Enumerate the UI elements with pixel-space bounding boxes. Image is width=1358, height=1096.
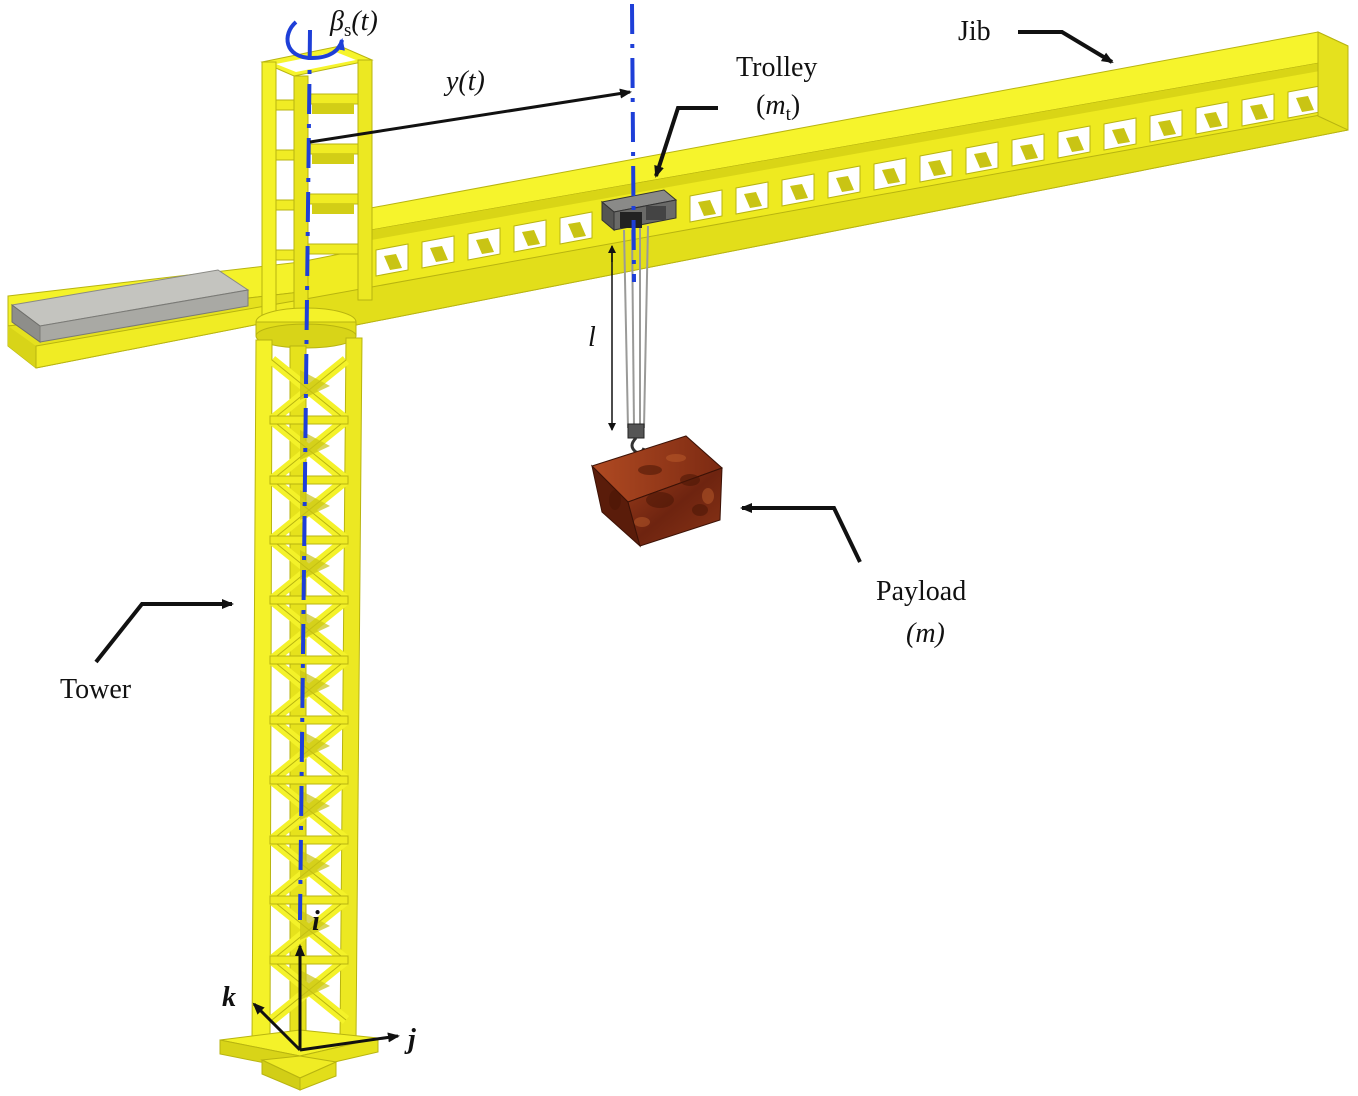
trolley: [600, 189, 678, 232]
slew-rotation-arrow-icon: [285, 20, 345, 61]
jib-lattice-diagonals: [384, 96, 1314, 270]
axis-i-label: i: [312, 906, 320, 937]
tower: [219, 45, 379, 1091]
tower-rotation-axis: [298, 29, 312, 921]
trolley-vertical-axis: [630, 3, 636, 283]
jib-callout-arrow: [1018, 30, 1114, 64]
trolley-label: Trolley: [736, 52, 817, 83]
trolley-position-label: y(t): [443, 66, 485, 97]
payload: [591, 435, 723, 548]
jib: [299, 31, 1349, 337]
payload-mass-label: (m): [906, 618, 945, 649]
tower-callout-arrow: [94, 599, 234, 664]
trolley-callout-arrow: [654, 106, 718, 178]
counterweight: [10, 269, 250, 343]
tower-label: Tower: [60, 674, 132, 705]
coordinate-frame: [252, 944, 400, 1052]
payload-callout-arrow: [740, 503, 862, 563]
payload-label: Payload: [876, 576, 966, 607]
slew-angle-label: βs(t): [329, 6, 378, 41]
trolley-mass-label: (mt): [756, 90, 800, 125]
rope-length-label: l: [588, 322, 596, 353]
hook: [627, 423, 646, 454]
axis-j-label: j: [404, 1024, 416, 1055]
axis-k-label: k: [222, 982, 236, 1013]
jib-label: Jib: [958, 16, 991, 47]
trolley-position-arrow: [309, 88, 632, 144]
